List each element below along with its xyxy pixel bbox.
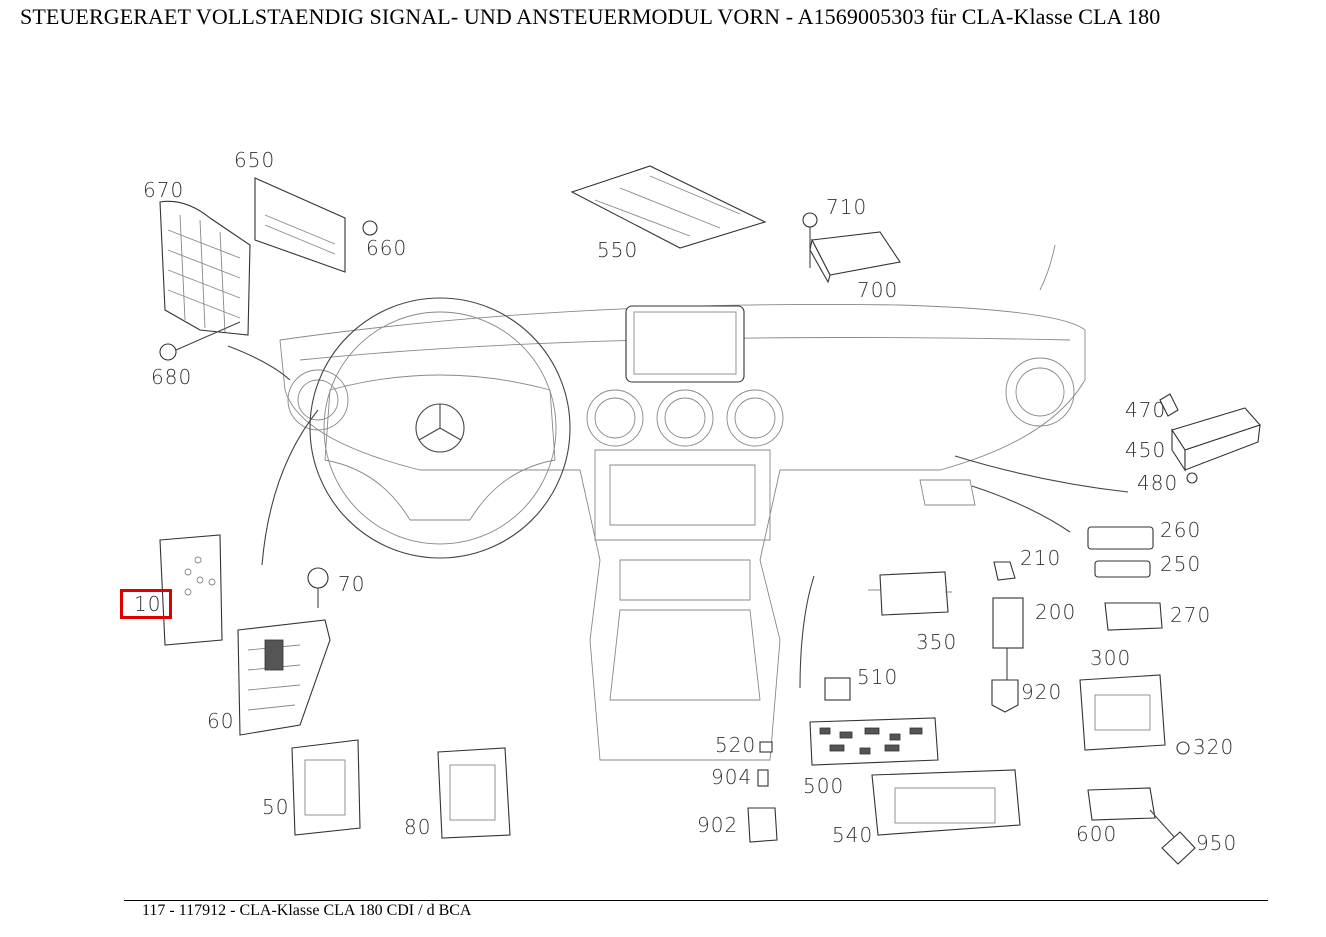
part-250-260-270-group xyxy=(1087,526,1163,631)
callout-260[interactable]: 260 xyxy=(1160,518,1202,542)
part-700-710-group xyxy=(802,212,901,284)
callout-550[interactable]: 550 xyxy=(597,238,639,262)
callout-500[interactable]: 500 xyxy=(803,774,845,798)
callout-920[interactable]: 920 xyxy=(1021,680,1063,704)
part-200-210-920-group xyxy=(991,561,1024,713)
callout-710[interactable]: 710 xyxy=(826,195,868,219)
page-title: STEUERGERAET VOLLSTAENDIG SIGNAL- UND AN… xyxy=(20,4,1161,29)
exploded-parts-diagram xyxy=(159,165,1261,865)
part-500-540-group xyxy=(747,677,1021,843)
callout-50[interactable]: 50 xyxy=(262,795,290,819)
callout-350[interactable]: 350 xyxy=(916,630,958,654)
part-450-group xyxy=(1159,393,1261,484)
callout-470[interactable]: 470 xyxy=(1125,398,1167,422)
callout-700[interactable]: 700 xyxy=(857,278,899,302)
footer-divider xyxy=(124,900,1268,901)
highlighted-part-box xyxy=(120,589,172,619)
callout-660[interactable]: 660 xyxy=(366,236,408,260)
callout-540[interactable]: 540 xyxy=(832,823,874,847)
part-10-60-70-50-80-group xyxy=(159,534,511,839)
dashboard-illustration xyxy=(227,244,1129,761)
callout-270[interactable]: 270 xyxy=(1170,603,1212,627)
callout-200[interactable]: 200 xyxy=(1035,600,1077,624)
part-600-950-group xyxy=(1087,787,1196,865)
part-350 xyxy=(879,571,949,616)
callout-300[interactable]: 300 xyxy=(1090,646,1132,670)
callout-480[interactable]: 480 xyxy=(1137,471,1179,495)
callout-10[interactable]: 10 xyxy=(134,592,162,616)
callout-70[interactable]: 70 xyxy=(338,572,366,596)
callout-320[interactable]: 320 xyxy=(1193,735,1235,759)
footer-caption: 117 - 117912 - CLA-Klasse CLA 180 CDI / … xyxy=(142,902,472,919)
callout-510[interactable]: 510 xyxy=(857,665,899,689)
callout-950[interactable]: 950 xyxy=(1196,831,1238,855)
callout-450[interactable]: 450 xyxy=(1125,438,1167,462)
callout-520[interactable]: 520 xyxy=(715,733,757,757)
callout-600[interactable]: 600 xyxy=(1076,822,1118,846)
callout-670[interactable]: 670 xyxy=(143,178,185,202)
callout-650[interactable]: 650 xyxy=(234,148,276,172)
callout-210[interactable]: 210 xyxy=(1020,546,1062,570)
part-650-670-group xyxy=(159,177,378,361)
callout-904[interactable]: 904 xyxy=(711,765,753,789)
callout-680[interactable]: 680 xyxy=(151,365,193,389)
callout-902[interactable]: 902 xyxy=(697,813,739,837)
part-300-320-group xyxy=(1079,674,1190,755)
callout-250[interactable]: 250 xyxy=(1160,552,1202,576)
callout-60[interactable]: 60 xyxy=(207,709,235,733)
callout-80[interactable]: 80 xyxy=(404,815,432,839)
